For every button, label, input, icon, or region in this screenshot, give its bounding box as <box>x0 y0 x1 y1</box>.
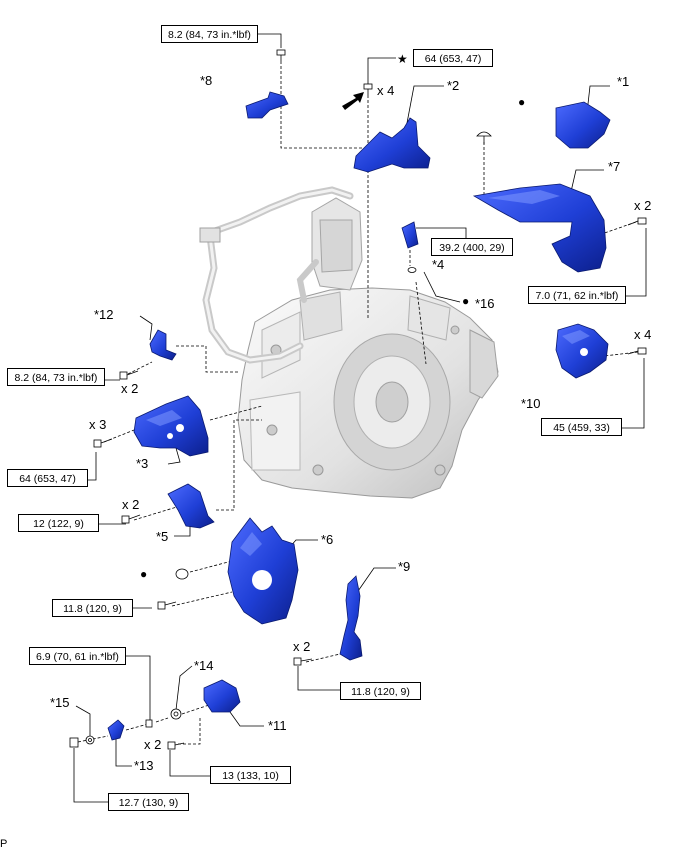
part-8-bracket <box>245 91 289 119</box>
part-5-bracket <box>167 483 215 529</box>
torque-box: 12 (122, 9) <box>18 514 99 532</box>
torque-box: 64 (653, 47) <box>413 49 493 67</box>
part-label: *8 <box>200 73 213 88</box>
part-13 <box>107 719 125 741</box>
star-symbol: ★ <box>397 52 408 66</box>
torque-box: 8.2 (84, 73 in.*lbf) <box>161 25 258 43</box>
bolt-icon <box>157 601 177 610</box>
part-1-cover <box>555 101 611 149</box>
dot-symbol: ● <box>462 294 470 308</box>
bolt-icon <box>69 737 79 748</box>
bolt-icon <box>175 568 189 580</box>
part-7-bracket <box>472 183 607 273</box>
part-12-bracket <box>149 329 177 361</box>
bolt-icon <box>93 438 113 448</box>
quantity-label: x 3 <box>89 417 107 432</box>
quantity-label: x 2 <box>293 639 311 654</box>
bolts <box>69 49 647 750</box>
part-label: *1 <box>617 74 630 89</box>
torque-box: 8.2 (84, 73 in.*lbf) <box>7 368 105 386</box>
part-label: *4 <box>432 257 445 272</box>
part-label: *6 <box>321 532 334 547</box>
part-label: *3 <box>136 456 149 471</box>
dot-symbol: ● <box>518 95 526 109</box>
torque-box: 13 (133, 10) <box>210 766 291 784</box>
torque-box: 11.8 (120, 9) <box>340 682 421 700</box>
bolt-icon <box>276 49 286 64</box>
part-label: *9 <box>398 559 411 574</box>
clamp-icon <box>170 708 182 720</box>
quantity-label: x 2 <box>144 737 162 752</box>
dashed-leaders <box>77 66 639 745</box>
corner-mark: P <box>0 838 8 850</box>
quantity-label: x 4 <box>634 327 652 342</box>
torque-box: 39.2 (400, 29) <box>431 238 513 256</box>
bolt-icon <box>121 514 141 524</box>
bolt-icon <box>627 347 647 355</box>
part-11-bracket <box>203 679 241 713</box>
bolt-icon <box>476 131 492 144</box>
quantity-label: x 2 <box>121 381 139 396</box>
part-label: *13 <box>134 758 154 773</box>
part-2-bracket <box>353 117 431 173</box>
part-label: *16 <box>475 296 495 311</box>
part-label: *7 <box>608 159 621 174</box>
bolt-icon <box>293 657 313 666</box>
bolt-icon <box>119 370 139 380</box>
bolt-icon <box>167 741 185 750</box>
o-ring-icon <box>407 267 417 273</box>
torque-box: 7.0 (71, 62 in.*lbf) <box>528 286 626 304</box>
part-label: *2 <box>447 78 460 93</box>
transaxle-assembly <box>199 186 499 499</box>
torque-box: 11.8 (120, 9) <box>52 599 133 617</box>
part-3-bracket <box>133 395 209 457</box>
quantity-label: x 4 <box>377 83 395 98</box>
torque-box: 45 (459, 33) <box>541 418 622 436</box>
torque-box: 6.9 (70, 61 in.*lbf) <box>29 647 126 665</box>
quantity-label: x 2 <box>634 198 652 213</box>
bolt-icon <box>363 83 373 98</box>
torque-box: 64 (653, 47) <box>7 469 88 487</box>
quantity-label: x 2 <box>122 497 140 512</box>
part-label: *15 <box>50 695 70 710</box>
part-4-valve <box>401 221 419 249</box>
part-label: *5 <box>156 529 169 544</box>
part-label: *10 <box>521 396 541 411</box>
dot-symbol: ● <box>140 567 148 581</box>
part-label: *14 <box>194 658 214 673</box>
part-label: *11 <box>268 718 287 733</box>
part-label: *12 <box>94 307 114 322</box>
bolt-icon <box>145 719 153 728</box>
part-9-bracket <box>339 575 363 661</box>
washer-icon <box>85 735 95 745</box>
torque-box: 12.7 (130, 9) <box>108 793 189 811</box>
bolt-icon <box>627 217 647 226</box>
arrow-icon <box>342 92 364 110</box>
